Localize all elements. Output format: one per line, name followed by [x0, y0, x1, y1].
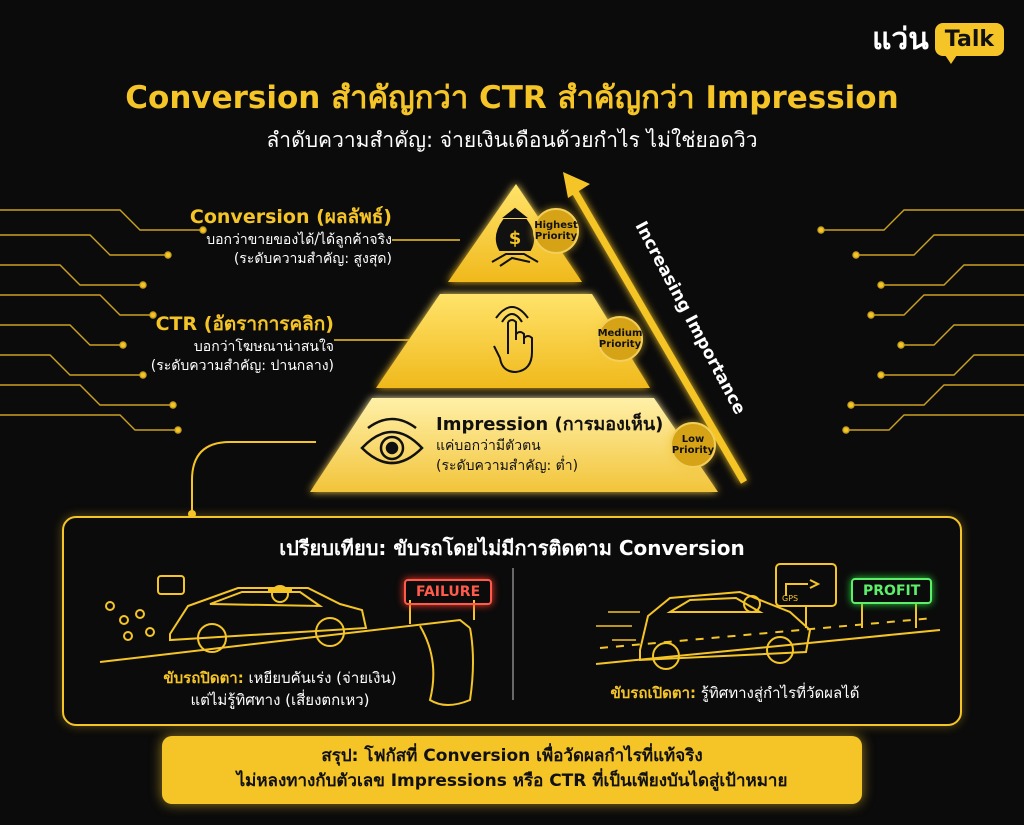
circuit-lines-right: [817, 209, 1024, 434]
conversion-heading: Conversion (ผลลัพธ์): [189, 206, 392, 228]
ctr-description: บอกว่าโฆษณาน่าสนใจ: [193, 338, 334, 355]
pyramid-tier-middle: [376, 294, 650, 388]
impression-tier-label: Impression (การมองเห็น) แค่บอกว่ามีตัวตน…: [436, 412, 663, 476]
impression-description: แค่บอกว่ามีตัวตน: [436, 438, 541, 455]
logo-speech-bubble: Talk: [934, 23, 1004, 64]
medium-priority-badge: Medium Priority: [597, 316, 643, 362]
summary-box: สรุป: โฟกัสที่ Conversion เพื่อวัดผลกำไร…: [162, 736, 862, 804]
impression-heading: Impression (การมองเห็น): [436, 414, 664, 435]
comparison-title: เปรียบเทียบ: ขับรถโดยไม่มีการติดตาม Conv…: [279, 536, 745, 560]
svg-text:$: $: [509, 228, 522, 249]
subtitle: ลำดับความสำคัญ: จ่ายเงินเดือนด้วยกำไร ไม…: [266, 128, 758, 152]
gps-label: GPS: [782, 594, 799, 603]
main-title: Conversion สำคัญกว่า CTR สำคัญกว่า Impre…: [125, 80, 899, 116]
failure-sign: FAILURE: [404, 579, 493, 605]
importance-arrow-head: [563, 172, 590, 198]
open-eyes-caption-rest: รู้ทิศทางสู่กำไรที่วัดผลได้: [696, 684, 860, 702]
pointing-hand-icon: [493, 306, 533, 374]
brand-logo: แว่น Talk: [872, 16, 1004, 64]
blindfold-caption-line2: แต่ไม่รู้ทิศทาง (เสี่ยงตกเหว): [190, 690, 370, 709]
conversion-priority-level: (ระดับความสำคัญ: สูงสุด): [233, 250, 392, 267]
ctr-tier-label: CTR (อัตราการคลิก) บอกว่าโฆษณาน่าสนใจ (ร…: [151, 312, 334, 375]
impression-priority-level: (ระดับความสำคัญ: ต่ำ): [436, 457, 579, 474]
open-eyes-caption: ขับรถเปิดตา: รู้ทิศทางสู่กำไรที่วัดผลได้: [585, 683, 885, 705]
open-eyes-caption-key: ขับรถเปิดตา:: [610, 684, 696, 702]
importance-arrow: [570, 188, 748, 484]
conversion-description: บอกว่าขายของได้/ได้ลูกค้าจริง: [206, 231, 392, 248]
circuit-lines-left: [0, 209, 207, 434]
profit-sign: PROFIT: [851, 578, 933, 604]
blindfold-car-scene: [99, 575, 475, 706]
summary-line-2: ไม่หลงทางกับตัวเลข Impressions หรือ CTR …: [236, 770, 788, 791]
highest-priority-badge: Highest Priority: [533, 208, 579, 254]
blindfold-caption: ขับรถปิดตา: เหยียบคันเร่ง (จ่ายเงิน) แต่…: [120, 668, 440, 712]
summary-line-1: สรุป: โฟกัสที่ Conversion เพื่อวัดผลกำไร…: [321, 746, 703, 766]
eye-icon: [360, 417, 424, 465]
comparison-panel: [62, 516, 962, 726]
low-priority-badge: Low Priority: [670, 422, 716, 468]
blindfold-caption-rest: เหยียบคันเร่ง (จ่ายเงิน): [243, 669, 397, 687]
logo-word: แว่น: [872, 22, 929, 57]
blindfold-caption-key: ขับรถปิดตา:: [163, 669, 244, 687]
ctr-heading: CTR (อัตราการคลิก): [155, 313, 334, 335]
conversion-tier-label: Conversion (ผลลัพธ์) บอกว่าขายของได้/ได้…: [190, 205, 392, 268]
link-to-comparison: [191, 441, 316, 514]
ctr-priority-level: (ระดับความสำคัญ: ปานกลาง): [150, 357, 334, 374]
gps-car-scene: [595, 563, 941, 670]
money-bag-handshake-icon: $: [491, 207, 539, 267]
pyramid-tier-bottom: [310, 398, 718, 492]
